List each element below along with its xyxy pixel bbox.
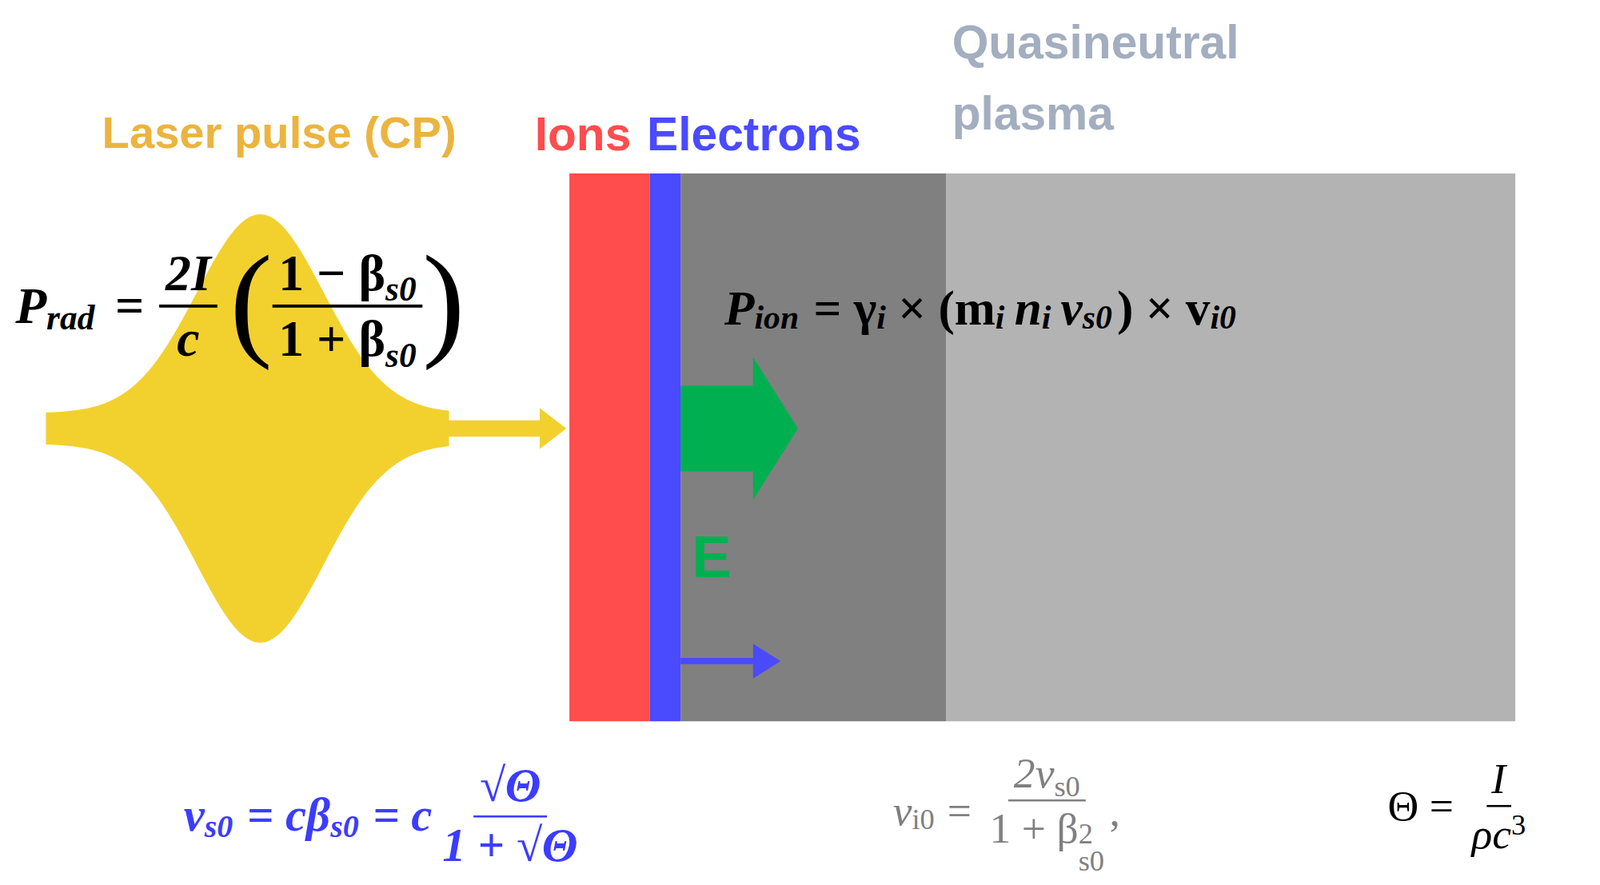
formula-term: 2v <box>1013 748 1055 799</box>
fraction: √Θ1 + √Θ <box>436 759 583 874</box>
formula-term: s0 <box>330 808 359 846</box>
formula-term: P <box>724 279 755 336</box>
plasma-region: Quasineutral plasma <box>945 173 1516 722</box>
formula-term: P <box>15 276 47 336</box>
laser-envelope <box>45 214 449 643</box>
formula-term: = <box>115 276 144 336</box>
intensity-parameter: Θ =Iρc3 <box>1388 754 1532 858</box>
numerator: I <box>1486 754 1512 807</box>
radiation-pressure: Prad=2Ic(1 − βs01 + βs0) <box>15 242 465 371</box>
denominator: 1 + √Θ <box>436 817 583 874</box>
denominator: 1 + βs0 <box>272 307 423 369</box>
electron-velocity-head <box>753 643 781 679</box>
script-stack: 2s0 <box>1078 820 1105 876</box>
formula-term: i0 <box>911 803 934 838</box>
formula-term: rad <box>46 297 95 338</box>
formula-term: 2I <box>165 243 212 303</box>
formula-term: v <box>893 786 913 837</box>
formula-term: = cβ <box>247 789 331 843</box>
formula-term: 2 <box>1078 820 1105 849</box>
fraction: Iρc3 <box>1466 754 1532 858</box>
formula-term: = <box>947 786 972 837</box>
formula-term: s0 <box>1082 299 1113 339</box>
region-heading: Laser pulse (CP) <box>102 106 457 160</box>
formula-term: 1 + √Θ <box>442 819 578 874</box>
formula-term: Θ = <box>1388 781 1454 831</box>
formula-term: ( <box>229 237 272 366</box>
region-heading: Electrons <box>646 106 862 163</box>
formula-term: × (m <box>897 279 996 336</box>
formula-term: = c <box>372 789 432 843</box>
region-heading: Quasineutral plasma <box>952 6 1289 150</box>
field-label: E <box>691 521 731 593</box>
formula-term: v <box>183 789 205 843</box>
numerator: 1 − βs0 <box>272 243 423 308</box>
numerator: 2I <box>159 243 217 308</box>
region-heading: Ions <box>534 106 632 163</box>
formula-term: √Θ <box>478 759 541 814</box>
formula-term: s0 <box>385 269 417 310</box>
formula-term: s0 <box>385 335 417 376</box>
formula-term: i <box>876 299 886 339</box>
connector-line <box>446 420 543 437</box>
numerator: √Θ <box>473 759 547 818</box>
formula-term: , <box>1109 786 1121 837</box>
formula-term: ρc <box>1471 809 1512 859</box>
surface-velocity: vs0= cβs0= c√Θ1 + √Θ <box>183 759 584 874</box>
charge-separation-region <box>680 173 946 722</box>
ion-layer: Ions <box>569 173 651 722</box>
denominator: c <box>171 307 207 369</box>
formula-term: = γ <box>813 279 877 336</box>
formula-term: n <box>1014 279 1042 336</box>
formula-term: ) × v <box>1117 279 1211 336</box>
ion-velocity: vi0=2vs01 + β2s0, <box>893 748 1121 874</box>
formula-term: 1 − β <box>278 243 386 303</box>
formula-term: 3 <box>1511 809 1526 843</box>
field-arrow <box>680 357 799 501</box>
laser-propagation-arrow <box>446 407 567 449</box>
denominator: 1 + β2s0 <box>984 801 1110 874</box>
electron-velocity-arrow <box>680 658 758 665</box>
formula-term: s0 <box>1053 770 1080 805</box>
formula-term: ion <box>754 299 799 339</box>
arrow-head <box>539 407 567 449</box>
formula-term: i <box>995 299 1006 339</box>
numerator: 2vs0 <box>1008 748 1086 802</box>
formula-term: I <box>1491 754 1506 804</box>
formula-term: i <box>1041 299 1052 339</box>
ion-momentum-flux: Pion= γi× (minivs0) × vi0 <box>724 279 1237 336</box>
fraction: 2I c <box>159 243 217 369</box>
fraction: 2vs01 + β2s0 <box>984 748 1110 874</box>
formula-term: v <box>1061 279 1083 336</box>
formula-term: s0 <box>1078 847 1105 876</box>
electron-layer: Electrons <box>650 173 681 722</box>
denominator: ρc3 <box>1466 806 1532 858</box>
formula-term: c <box>176 309 200 368</box>
formula-term: ) <box>422 237 465 366</box>
formula-term: i0 <box>1209 299 1236 339</box>
formula-term: s0 <box>204 808 233 846</box>
fraction: 1 − βs01 + βs0 <box>272 243 423 369</box>
formula-term: 1 + β <box>278 309 386 368</box>
formula-term: 1 + β <box>989 803 1079 854</box>
